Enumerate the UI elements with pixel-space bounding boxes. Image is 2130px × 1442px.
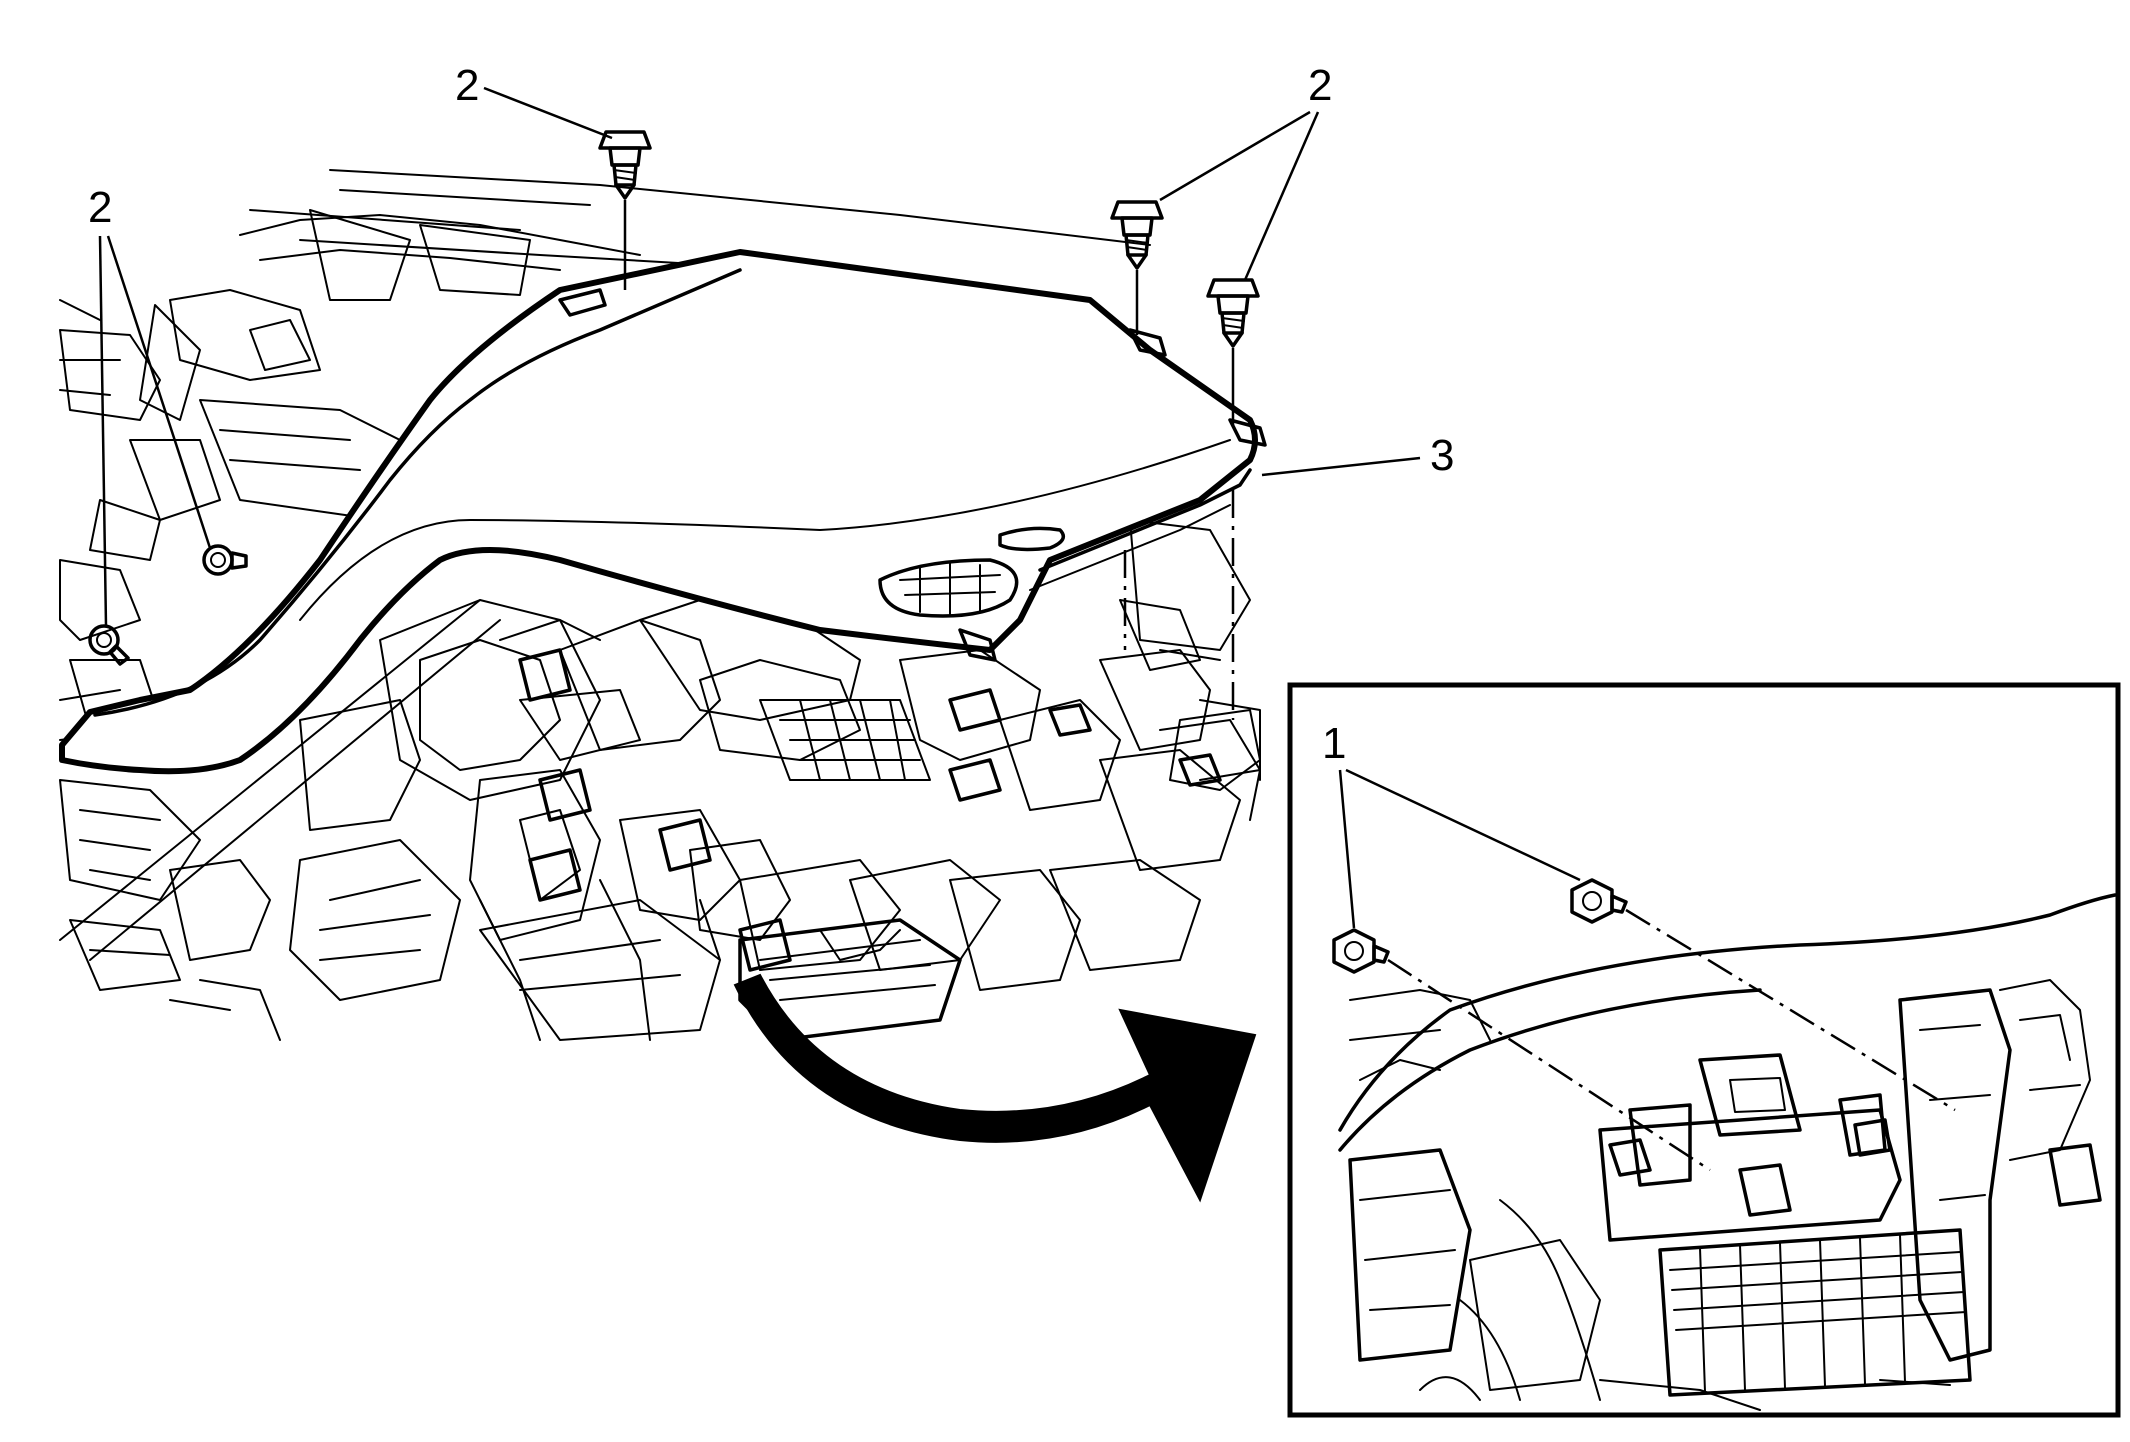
upper-trim-panel (59, 249, 1267, 775)
callout-2-top-right: 2 (1159, 61, 1332, 281)
bolt-icon (1206, 278, 1260, 348)
callout-number: 2 (88, 183, 112, 232)
bolt-icon (202, 544, 248, 576)
fastener-top-right-2 (1206, 278, 1260, 720)
callout-number: 3 (1430, 431, 1454, 480)
callout-number: 1 (1322, 719, 1346, 768)
fastener-left-upper (202, 544, 248, 576)
callout-3-panel: 3 (1261, 431, 1454, 480)
fastener-left-lower (88, 624, 130, 666)
fuse-block-grid (759, 699, 931, 781)
inset-fastener-left (1332, 928, 1711, 1172)
callout-1-inset: 1 (1322, 719, 1581, 929)
callout-2-left: 2 (88, 183, 212, 627)
fastener-top-center (598, 130, 652, 290)
callout-number: 2 (455, 61, 479, 110)
fastener-top-right-1 (1110, 200, 1164, 335)
bolt-icon (1110, 200, 1164, 270)
inset-fastener-right (1570, 878, 1956, 1112)
callout-number: 2 (1308, 61, 1332, 110)
bolt-icon (88, 624, 130, 666)
bolt-icon (598, 130, 652, 200)
inset-connector-grid (1658, 1228, 1972, 1397)
callout-2-top-center: 2 (455, 61, 613, 140)
bolt-icon (1570, 878, 1628, 924)
curved-arrow-icon (733, 973, 1257, 1203)
inset-detail: 1 (1287, 682, 2121, 1418)
glovebox-opening (738, 918, 962, 1042)
inset-frame (1287, 682, 2121, 1418)
bolt-icon (1332, 928, 1390, 974)
